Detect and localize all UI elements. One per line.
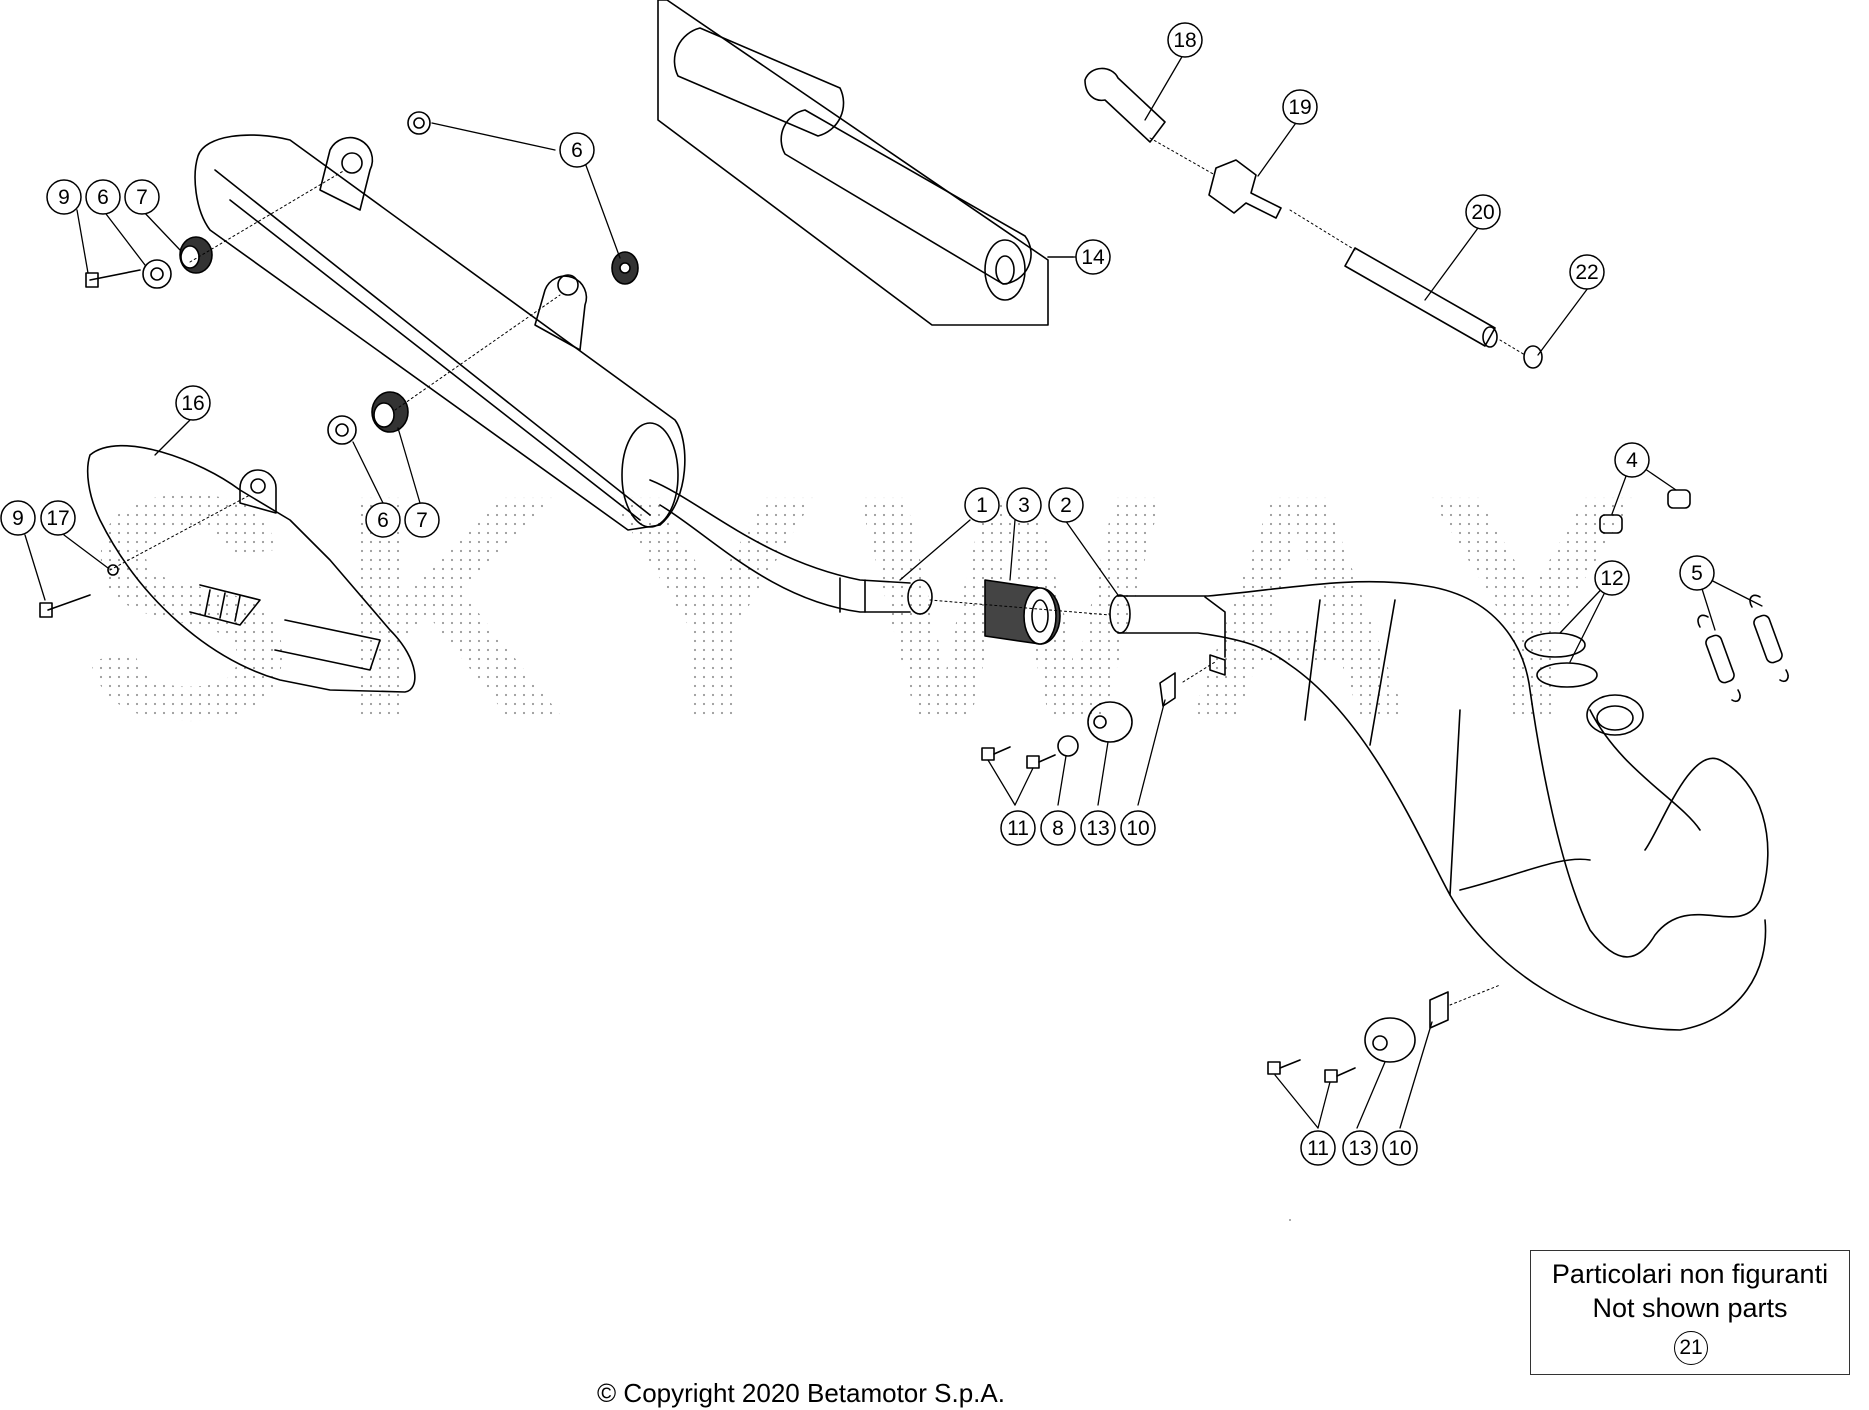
callout-20: 20 xyxy=(1465,194,1501,230)
callout-12: 12 xyxy=(1594,560,1630,596)
rubber-coupling xyxy=(984,579,1061,645)
callout-11-low: 11 xyxy=(1300,1130,1336,1166)
svg-text:11: 11 xyxy=(1307,1137,1329,1160)
svg-text:13: 13 xyxy=(1086,817,1109,840)
svg-text:20: 20 xyxy=(1471,201,1494,224)
svg-text:2: 2 xyxy=(1060,494,1072,517)
callout-8: 8 xyxy=(1040,810,1076,846)
callout-9-top: 9 xyxy=(46,179,82,215)
callout-17: 17 xyxy=(40,500,76,536)
callout-3: 3 xyxy=(1006,487,1042,523)
watermark-line1: SKYWAY xyxy=(81,428,1679,786)
svg-text:12: 12 xyxy=(1600,567,1623,590)
callout-1: 1 xyxy=(964,487,1000,523)
callout-6-mid: 6 xyxy=(365,502,401,538)
svg-text:14: 14 xyxy=(1081,246,1105,269)
svg-text:1: 1 xyxy=(976,494,988,517)
svg-text:6: 6 xyxy=(97,186,109,209)
svg-text:4: 4 xyxy=(1626,449,1638,472)
assembly-axes xyxy=(109,137,1526,1006)
expansion-chamber xyxy=(1109,580,1769,1031)
svg-text:9: 9 xyxy=(58,186,70,209)
heat-shield xyxy=(86,444,416,693)
svg-text:16: 16 xyxy=(181,392,204,415)
svg-text:11: 11 xyxy=(1007,817,1029,840)
legend-italian-label: Particolari non figuranti xyxy=(1551,1259,1829,1289)
callout-14: 14 xyxy=(1075,239,1111,275)
svg-text:6: 6 xyxy=(377,509,389,532)
callout-13-mid: 13 xyxy=(1080,810,1116,846)
packing-insert-box xyxy=(657,0,1074,326)
callout-6-top: 6 xyxy=(559,132,595,168)
callout-4: 4 xyxy=(1614,442,1650,478)
svg-text:7: 7 xyxy=(136,186,148,209)
callout-22: 22 xyxy=(1569,254,1605,290)
svg-text:13: 13 xyxy=(1348,1137,1371,1160)
svg-text:10: 10 xyxy=(1126,817,1149,840)
callout-19: 19 xyxy=(1282,89,1318,125)
callout-7-left: 7 xyxy=(124,179,160,215)
svg-text:7: 7 xyxy=(416,509,428,532)
watermark: SKYWAY xyxy=(81,428,1679,786)
leader-lines xyxy=(24,54,1763,1221)
svg-text:5: 5 xyxy=(1691,562,1703,585)
svg-text:6: 6 xyxy=(571,139,583,162)
svg-text:19: 19 xyxy=(1288,96,1311,119)
svg-text:3: 3 xyxy=(1018,494,1030,517)
legend-english-label: Not shown parts xyxy=(1592,1293,1788,1323)
svg-text:9: 9 xyxy=(12,507,24,530)
svg-text:18: 18 xyxy=(1173,29,1196,52)
callout-6-left: 6 xyxy=(85,179,121,215)
callout-21: 21 xyxy=(1674,1331,1708,1365)
not-shown-parts-box: Particolari non figuranti Not shown part… xyxy=(1530,1250,1850,1375)
callout-9-left: 9 xyxy=(0,500,36,536)
callout-18: 18 xyxy=(1167,22,1203,58)
callout-7-mid: 7 xyxy=(404,502,440,538)
callout-11-mid: 11 xyxy=(1000,810,1036,846)
callout-2: 2 xyxy=(1048,487,1084,523)
copyright-notice: © Copyright 2020 Betamotor S.p.A. xyxy=(597,1378,1005,1408)
svg-text:10: 10 xyxy=(1388,1137,1411,1160)
callout-13-low: 13 xyxy=(1342,1130,1378,1166)
hardware xyxy=(39,67,1789,1083)
callouts: 1 2 3 4 5 6 6 6 7 7 8 9 9 10 10 11 11 12… xyxy=(0,22,1715,1166)
callout-10-mid: 10 xyxy=(1120,810,1156,846)
svg-text:8: 8 xyxy=(1052,817,1064,840)
svg-text:22: 22 xyxy=(1575,261,1598,284)
callout-10-low: 10 xyxy=(1382,1130,1418,1166)
silencer xyxy=(194,134,933,615)
callout-5: 5 xyxy=(1679,555,1715,591)
svg-text:17: 17 xyxy=(46,507,69,530)
callout-16: 16 xyxy=(175,385,211,421)
